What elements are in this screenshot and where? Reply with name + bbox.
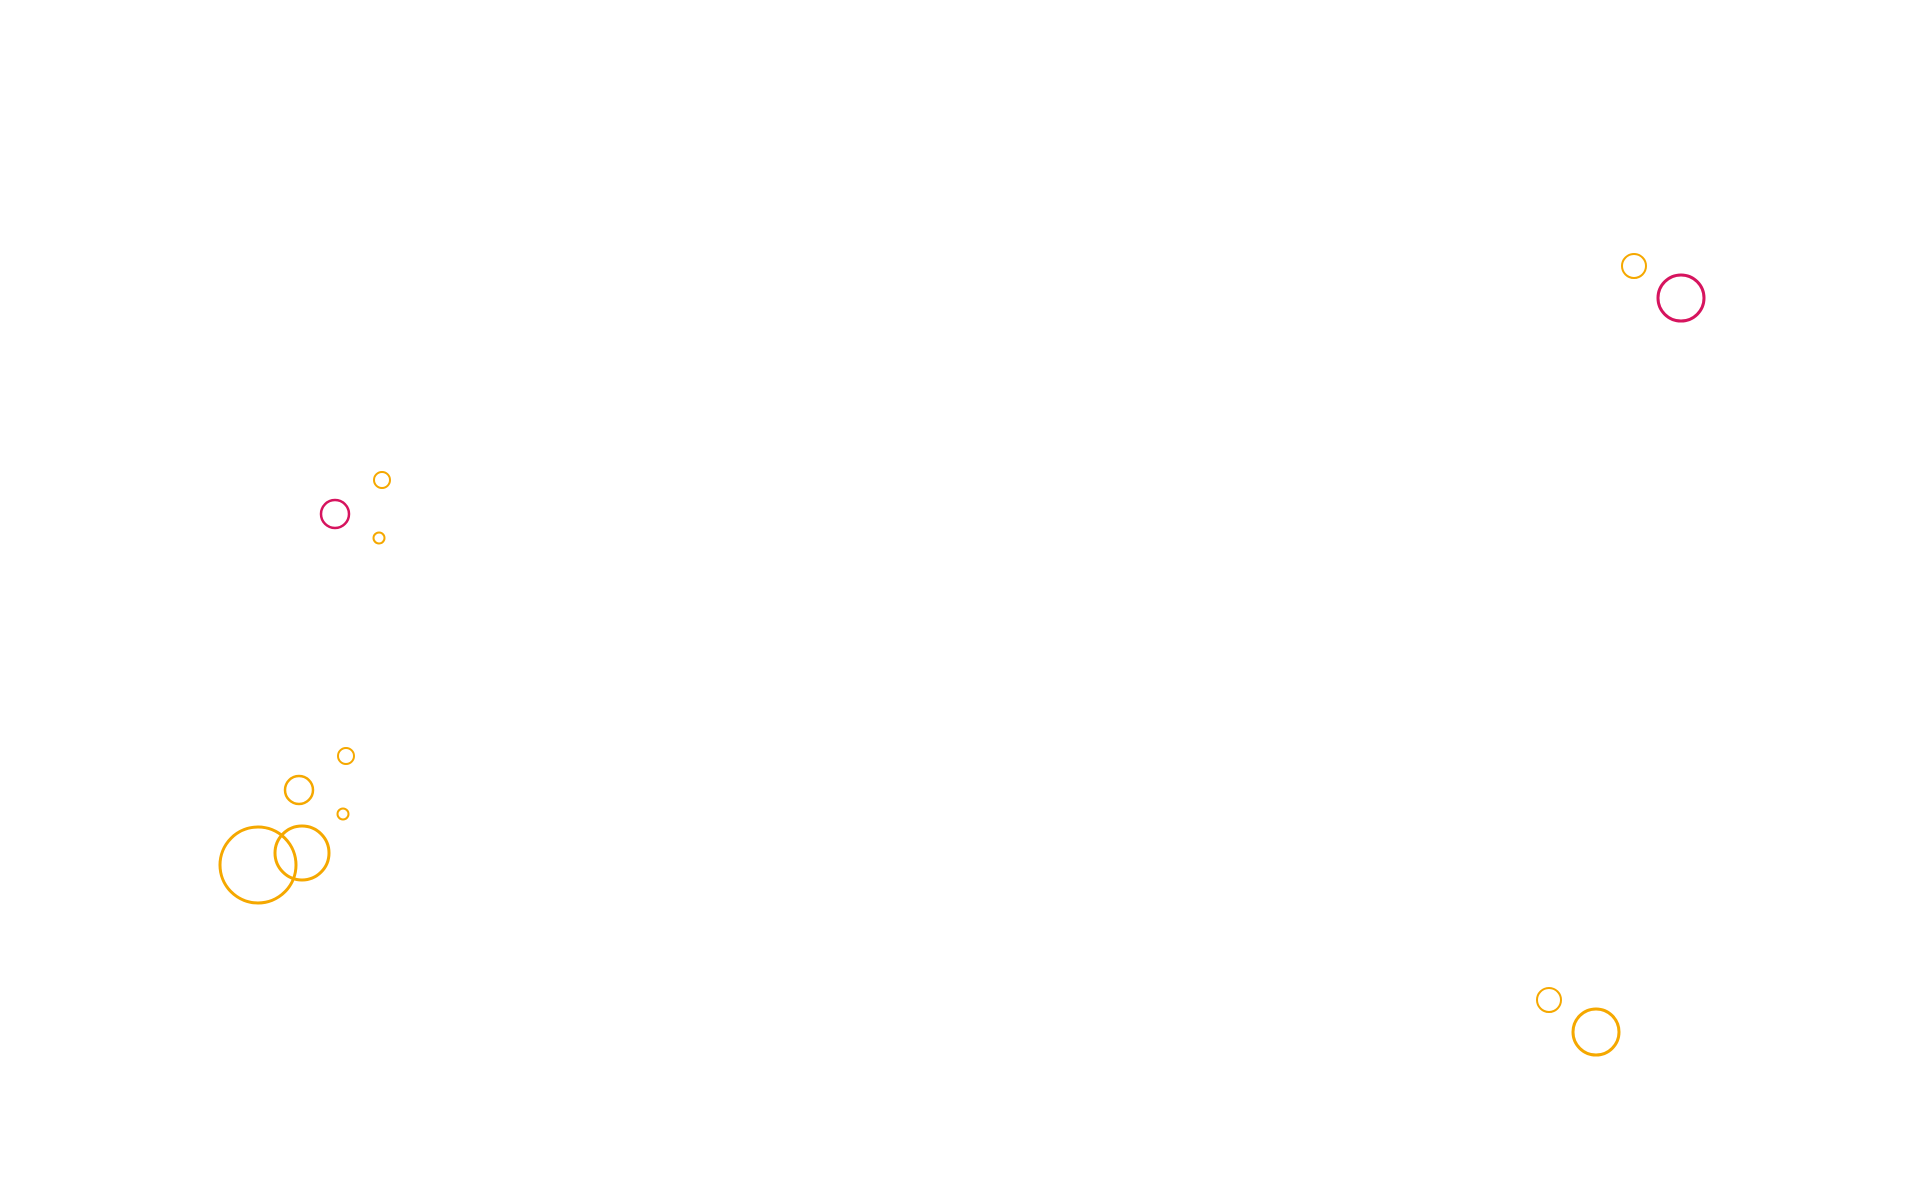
circle-outline-icon <box>218 825 298 905</box>
circle-outline-icon <box>1656 273 1706 323</box>
circle-outline-icon <box>336 807 350 821</box>
circle-outline-icon <box>337 747 355 765</box>
bottom-right-bubbles <box>1536 987 1621 1057</box>
circle-outline-icon <box>319 498 351 530</box>
circle-outline-icon <box>273 824 331 882</box>
circle-outline-icon <box>373 471 391 489</box>
circle-outline-icon <box>1621 253 1647 279</box>
circle-outline-icon <box>1571 1007 1621 1057</box>
lower-left-bubbles <box>218 747 355 905</box>
top-right-bubbles <box>1621 253 1706 323</box>
circle-outline-icon <box>372 531 386 545</box>
mid-left-bubbles <box>319 471 391 545</box>
circle-outline-icon <box>283 774 315 806</box>
circle-outline-icon <box>1536 987 1562 1013</box>
